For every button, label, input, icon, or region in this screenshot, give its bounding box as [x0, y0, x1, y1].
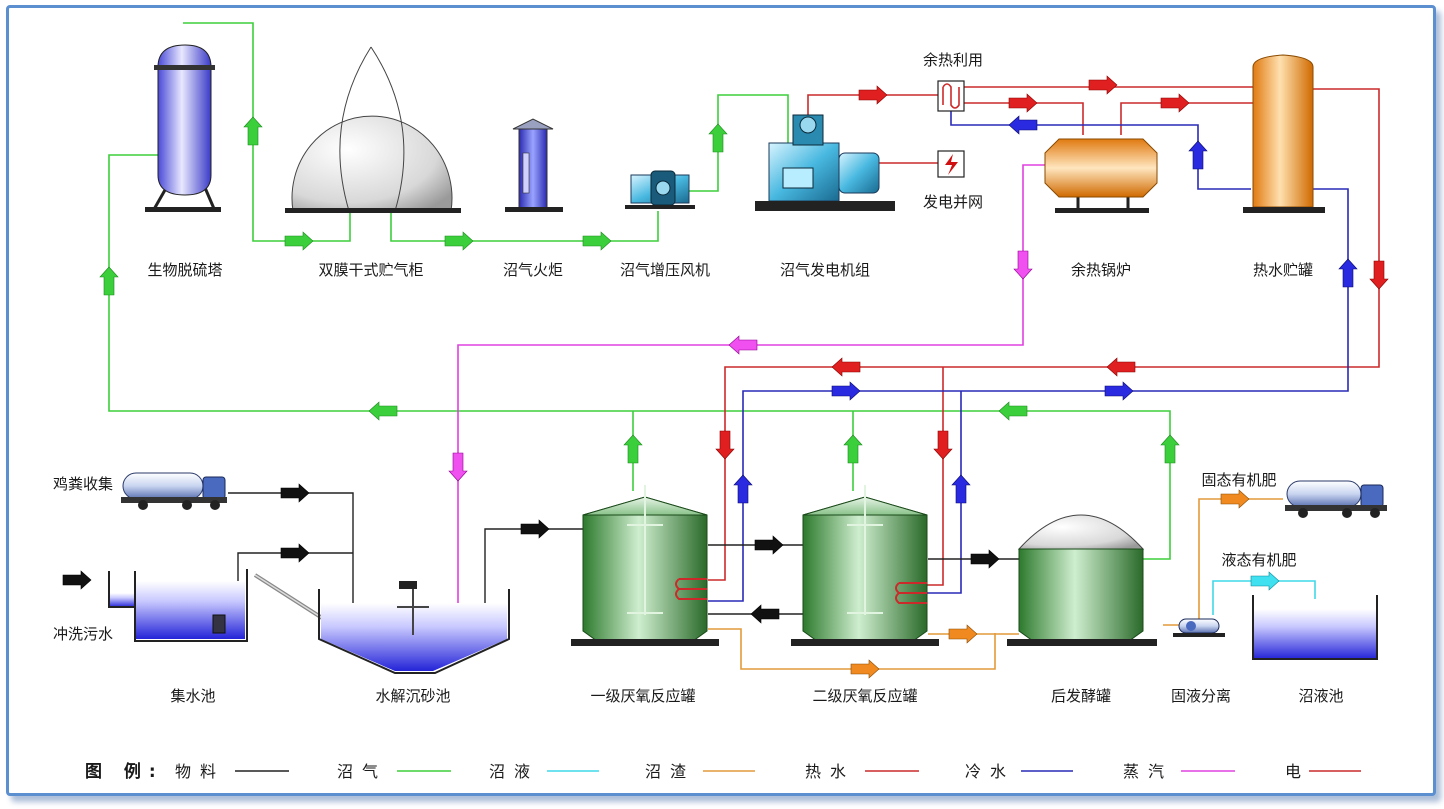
label-gas-holder: 双膜干式贮气柜 [318, 261, 423, 279]
label-secondary-reactor: 二级厌氧反应罐 [812, 687, 917, 705]
waste-heat-boiler [1044, 138, 1158, 213]
biogas-flare [505, 118, 563, 212]
legend-label-steam: 蒸汽 [1123, 762, 1173, 781]
legend-label-biogas: 沼气 [337, 762, 387, 781]
process-flow-diagram: 生物脱硫塔 双膜干式贮气柜 沼气火炬 沼气增压风机 沼气发电机组 余热利用 发电… [53, 22, 1389, 782]
legend-label-material: 物料 [175, 762, 225, 781]
equipment-labels: 生物脱硫塔 双膜干式贮气柜 沼气火炬 沼气增压风机 沼气发电机组 余热利用 发电… [53, 51, 1344, 705]
post-fermentation-tank [1007, 514, 1157, 646]
generator-set [755, 114, 895, 211]
legend-label-slurry: 沼液 [489, 762, 539, 781]
label-grid-connection: 发电并网 [923, 193, 983, 211]
booster-fan [625, 170, 695, 209]
biogas-slurry-tank [1252, 595, 1378, 660]
gas-holder [285, 46, 461, 213]
legend-title: 图 例: [85, 761, 164, 782]
label-hot-water-tank: 热水贮罐 [1253, 261, 1313, 279]
secondary-reactor [791, 485, 939, 646]
label-liquid-fertilizer: 液态有机肥 [1221, 551, 1296, 569]
label-waste-heat-use: 余热利用 [923, 51, 983, 69]
label-solid-liquid-separation: 固液分离 [1171, 687, 1231, 705]
steam-line [457, 164, 1045, 603]
collection-tank [108, 569, 248, 642]
grid-connection-box [937, 150, 965, 178]
slurry-arrows [1250, 571, 1280, 591]
label-post-fermentation: 后发酵罐 [1051, 687, 1111, 705]
manure-truck [121, 472, 227, 510]
waste-heat-exchanger [937, 80, 965, 112]
label-flare: 沼气火炬 [503, 261, 563, 279]
primary-reactor [571, 485, 719, 646]
diagram-frame: 生物脱硫塔 双膜干式贮气柜 沼气火炬 沼气增压风机 沼气发电机组 余热利用 发电… [6, 5, 1436, 796]
label-generator-set: 沼气发电机组 [780, 261, 870, 279]
label-desulfurization-tower: 生物脱硫塔 [147, 261, 222, 279]
label-slurry-tank: 沼液池 [1298, 687, 1343, 705]
legend-label-hot-water: 热水 [805, 762, 855, 781]
cold-water-lines [708, 111, 1349, 602]
label-waste-heat-boiler: 余热锅炉 [1071, 261, 1131, 279]
legend-label-cold-water: 冷水 [965, 762, 1015, 781]
label-primary-reactor: 一级厌氧反应罐 [590, 687, 695, 705]
legend-label-residue: 沼渣 [645, 762, 695, 781]
desulfurization-tower [145, 44, 221, 212]
fertilizer-truck [1285, 480, 1387, 518]
legend: 图 例: 物料 沼气 沼液 沼渣 热水 冷水 蒸汽 电 [85, 761, 1361, 782]
legend-label-power: 电 [1285, 762, 1310, 781]
label-hydrolysis-tank: 水解沉砂池 [375, 687, 450, 705]
hydrolysis-grit-tank [253, 573, 510, 674]
label-solid-fertilizer: 固态有机肥 [1201, 471, 1276, 489]
label-collection-tank: 集水池 [170, 687, 215, 705]
label-flushing-wastewater: 冲洗污水 [53, 625, 113, 643]
solid-liquid-separator [1173, 618, 1225, 637]
label-chicken-manure: 鸡粪收集 [53, 475, 113, 493]
label-booster-fan: 沼气增压风机 [620, 261, 710, 279]
hot-water-tank [1243, 54, 1325, 213]
